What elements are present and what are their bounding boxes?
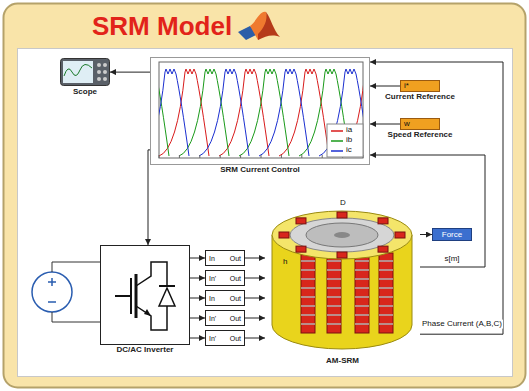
dc-source: [32, 262, 100, 322]
block-text: Out: [230, 335, 241, 342]
signal-line: [370, 62, 503, 334]
signal-line: [245, 278, 265, 279]
signal-line: [370, 155, 485, 267]
block-text: In: [209, 295, 215, 302]
dimension-label: D: [339, 199, 347, 208]
inverter-block: DC/AC Inverter: [100, 245, 190, 345]
block-text: i*: [404, 82, 409, 90]
port-block: In' Out: [205, 310, 245, 326]
signal-line: [190, 318, 205, 319]
signal-label: Phase Current (A,B,C): [421, 320, 503, 329]
block-text: w: [404, 120, 410, 128]
outer-frame: [4, 4, 526, 388]
legend-label: ia: [345, 126, 353, 135]
signal-line: [190, 338, 205, 339]
port-block: In Out: [205, 290, 245, 306]
signal-line: [190, 258, 205, 259]
block-text: Out: [230, 275, 241, 282]
legend-label: ib: [345, 136, 353, 145]
block-caption: AM-SRM: [326, 357, 359, 366]
block-text: Force: [442, 231, 462, 239]
signal-line: [370, 86, 400, 87]
block-text: In: [209, 255, 215, 262]
block-caption: Speed Reference: [388, 131, 453, 140]
current-plot: [151, 58, 369, 164]
plot-block: SRM Current Control: [150, 57, 370, 165]
signal-line: [190, 278, 205, 279]
block-text: In': [209, 335, 216, 342]
signal-line: [245, 318, 265, 319]
igbt-symbol: [101, 246, 189, 344]
signal-line: [245, 258, 265, 259]
block-caption: SRM Current Control: [220, 166, 300, 175]
output-block: Force: [432, 228, 472, 241]
port-block: In Out: [205, 250, 245, 266]
block-text: Out: [230, 315, 241, 322]
signal-line: [110, 72, 150, 73]
block-text: Out: [230, 255, 241, 262]
port-block: In' Out: [205, 270, 245, 286]
diagram-title: SRM Model: [92, 12, 232, 41]
scope-icon: [60, 58, 110, 86]
signal-line: [370, 124, 400, 125]
scope-block: Scope: [60, 58, 110, 86]
signal-line: [245, 338, 265, 339]
block-caption: Scope: [73, 88, 97, 97]
matlab-logo: [238, 12, 280, 40]
signal-line: [190, 298, 205, 299]
dimension-label: h: [282, 258, 288, 267]
white-panel: [18, 49, 513, 377]
constant-block: wSpeed Reference: [400, 118, 440, 130]
signal-line: [420, 234, 432, 235]
signal-label: s[m]: [443, 255, 460, 264]
constant-block: i*Current Reference: [400, 80, 440, 92]
block-text: In': [209, 275, 216, 282]
machine-block: AM-SRM: [265, 195, 420, 355]
block-caption: Current Reference: [385, 93, 455, 102]
port-block: In' Out: [205, 330, 245, 346]
block-text: In': [209, 315, 216, 322]
signal-line: [245, 298, 265, 299]
block-caption: DC/AC Inverter: [117, 346, 174, 355]
block-text: Out: [230, 295, 241, 302]
legend-label: ic: [345, 146, 353, 155]
srm-machine: [265, 195, 420, 355]
